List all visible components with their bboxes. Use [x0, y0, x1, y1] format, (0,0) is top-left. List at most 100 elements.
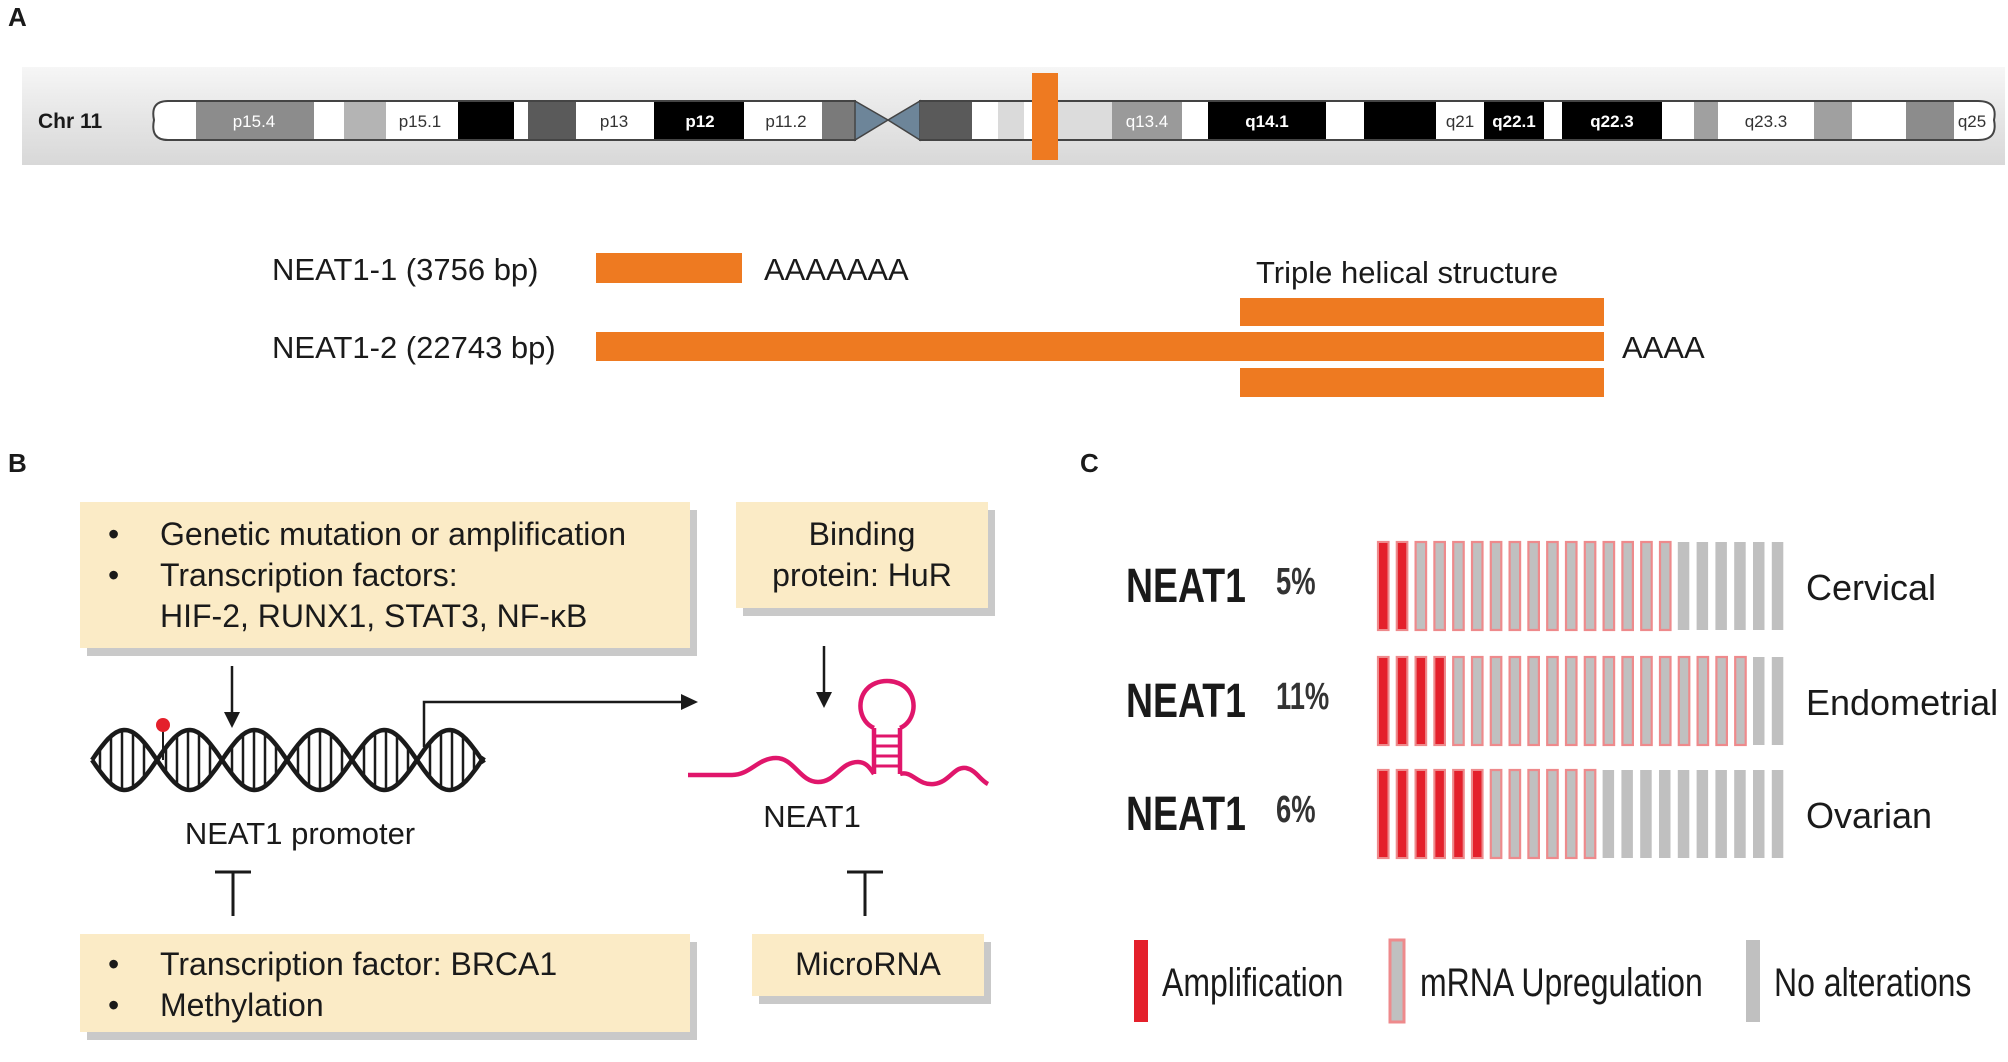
legend-amplification-swatch [1134, 940, 1148, 1022]
no-alteration-cell [1677, 770, 1690, 858]
no-alteration-cell [1696, 770, 1709, 858]
no-alteration-cell [1734, 542, 1746, 630]
dna-helix-icon [90, 718, 486, 793]
upregulation-cell [1452, 655, 1465, 747]
panel-letter-b: B [8, 448, 27, 478]
upregulation-cell [1546, 768, 1559, 860]
neat1-locus-marker [1032, 73, 1058, 160]
band-p15-4 [196, 102, 314, 139]
upregulation-cell [1470, 540, 1484, 632]
upregulation-cell [1546, 540, 1559, 632]
upregulation-cell [1489, 655, 1503, 747]
neat1-rna-label: NEAT1 [763, 799, 861, 834]
amplification-mark [1397, 543, 1407, 629]
no-alteration-cell [1771, 542, 1784, 630]
upregulation-cell [1527, 768, 1540, 860]
upregulation-cell [1583, 655, 1597, 747]
cancer-type-label: Cervical [1806, 567, 1936, 608]
band-label: p15.1 [399, 112, 442, 131]
neat1-2-bar [596, 332, 1604, 361]
band-q13-4 [1112, 102, 1182, 139]
triple-helix-label: Triple helical structure [1256, 255, 1558, 290]
band-shade [1906, 102, 1954, 139]
triple-helix-strand-top [1240, 298, 1604, 326]
band-label: p11.2 [765, 112, 806, 131]
no-alteration-cell [1602, 770, 1615, 858]
no-alteration-cell [1677, 542, 1690, 630]
legend-label: Amplification [1162, 960, 1343, 1005]
neat1-rna-icon [688, 678, 990, 787]
upregulation-cell [1715, 655, 1729, 747]
upregulation-cell [1433, 540, 1446, 632]
activator-item: Transcription factors: [80, 555, 690, 596]
neat1-2-polya: AAAA [1622, 330, 1705, 365]
alteration-percent: 11% [1276, 676, 1329, 718]
upregulation-cell [1508, 540, 1522, 632]
binding-protein-box: Binding protein: HuR [736, 502, 988, 608]
transcription-factor-list: HIF-2, RUNX1, STAT3, NF-κB [160, 598, 588, 634]
methyl-group-icon [156, 718, 170, 732]
inhibition-bar-neat1 [847, 870, 883, 916]
band-black [458, 102, 514, 139]
upregulation-cell [1508, 655, 1522, 747]
upregulation-cell [1583, 768, 1597, 860]
inhibition-bar-promoter [215, 870, 251, 916]
no-alteration-cell [1640, 770, 1652, 858]
amplification-mark [1416, 771, 1426, 857]
no-alteration-cell [1621, 770, 1633, 858]
upregulation-cell [1602, 655, 1616, 747]
microrna-box: MicroRNA [752, 934, 984, 996]
amplification-mark [1397, 771, 1407, 857]
amplification-mark [1473, 771, 1482, 857]
panel-a: Chr 11 p15.4 p15.1 p13 [22, 67, 2005, 397]
band-dark [920, 102, 972, 139]
band-label: q22.3 [1590, 112, 1633, 131]
band-q21 [1436, 102, 1484, 139]
upregulation-cell [1546, 655, 1559, 747]
centromere-p [854, 99, 890, 142]
band-p11-2 [752, 102, 822, 139]
gene-label: NEAT1 [1126, 788, 1246, 842]
neat1-1-bar [596, 253, 742, 283]
no-alteration-cell [1753, 770, 1765, 858]
triple-helix-strand-bottom [1240, 368, 1604, 397]
gene-label: NEAT1 [1126, 675, 1246, 729]
upregulation-cell [1621, 655, 1635, 747]
panel-letter-a: A [8, 2, 27, 32]
upregulation-cell [1489, 768, 1503, 860]
band-label: q23.3 [1745, 112, 1788, 131]
upregulation-cell [1508, 768, 1522, 860]
amplification-mark [1435, 771, 1444, 857]
upregulation-cell [1640, 540, 1653, 632]
band-q22-3 [1562, 102, 1662, 139]
arrowhead-icon [681, 694, 698, 710]
activators-box: Genetic mutation or amplification Transc… [80, 502, 690, 648]
upregulation-cell [1452, 540, 1465, 632]
upregulation-cell [1470, 655, 1484, 747]
no-alteration-cell [1771, 770, 1784, 858]
band-shade [1694, 102, 1718, 139]
repressor-item: Methylation [80, 985, 690, 1026]
transcription-arrow [422, 700, 685, 747]
no-alteration-cell [1715, 770, 1727, 858]
alteration-percent: 5% [1276, 561, 1316, 603]
no-alteration-cell [1734, 770, 1746, 858]
cancer-type-label: Endometrial [1806, 682, 1998, 723]
band-shade [822, 102, 855, 139]
band-dark [528, 102, 576, 139]
repressors-box: Transcription factor: BRCA1 Methylation [80, 934, 690, 1032]
upregulation-cell [1527, 655, 1540, 747]
upregulation-cell [1564, 655, 1578, 747]
panel-b-graphics: NEAT1 promoter NEAT1 [90, 646, 990, 916]
band-q14-1 [1208, 102, 1326, 139]
activator-item: Genetic mutation or amplification [80, 514, 690, 555]
amplification-mark [1397, 658, 1407, 744]
upregulation-cell [1640, 655, 1653, 747]
upregulation-cell [1489, 540, 1503, 632]
upregulation-cell [1527, 540, 1540, 632]
arrowhead-icon [816, 692, 832, 708]
upregulation-cell [1414, 540, 1428, 632]
cancer-type-label: Ovarian [1806, 795, 1932, 836]
no-alteration-cell [1771, 657, 1784, 745]
